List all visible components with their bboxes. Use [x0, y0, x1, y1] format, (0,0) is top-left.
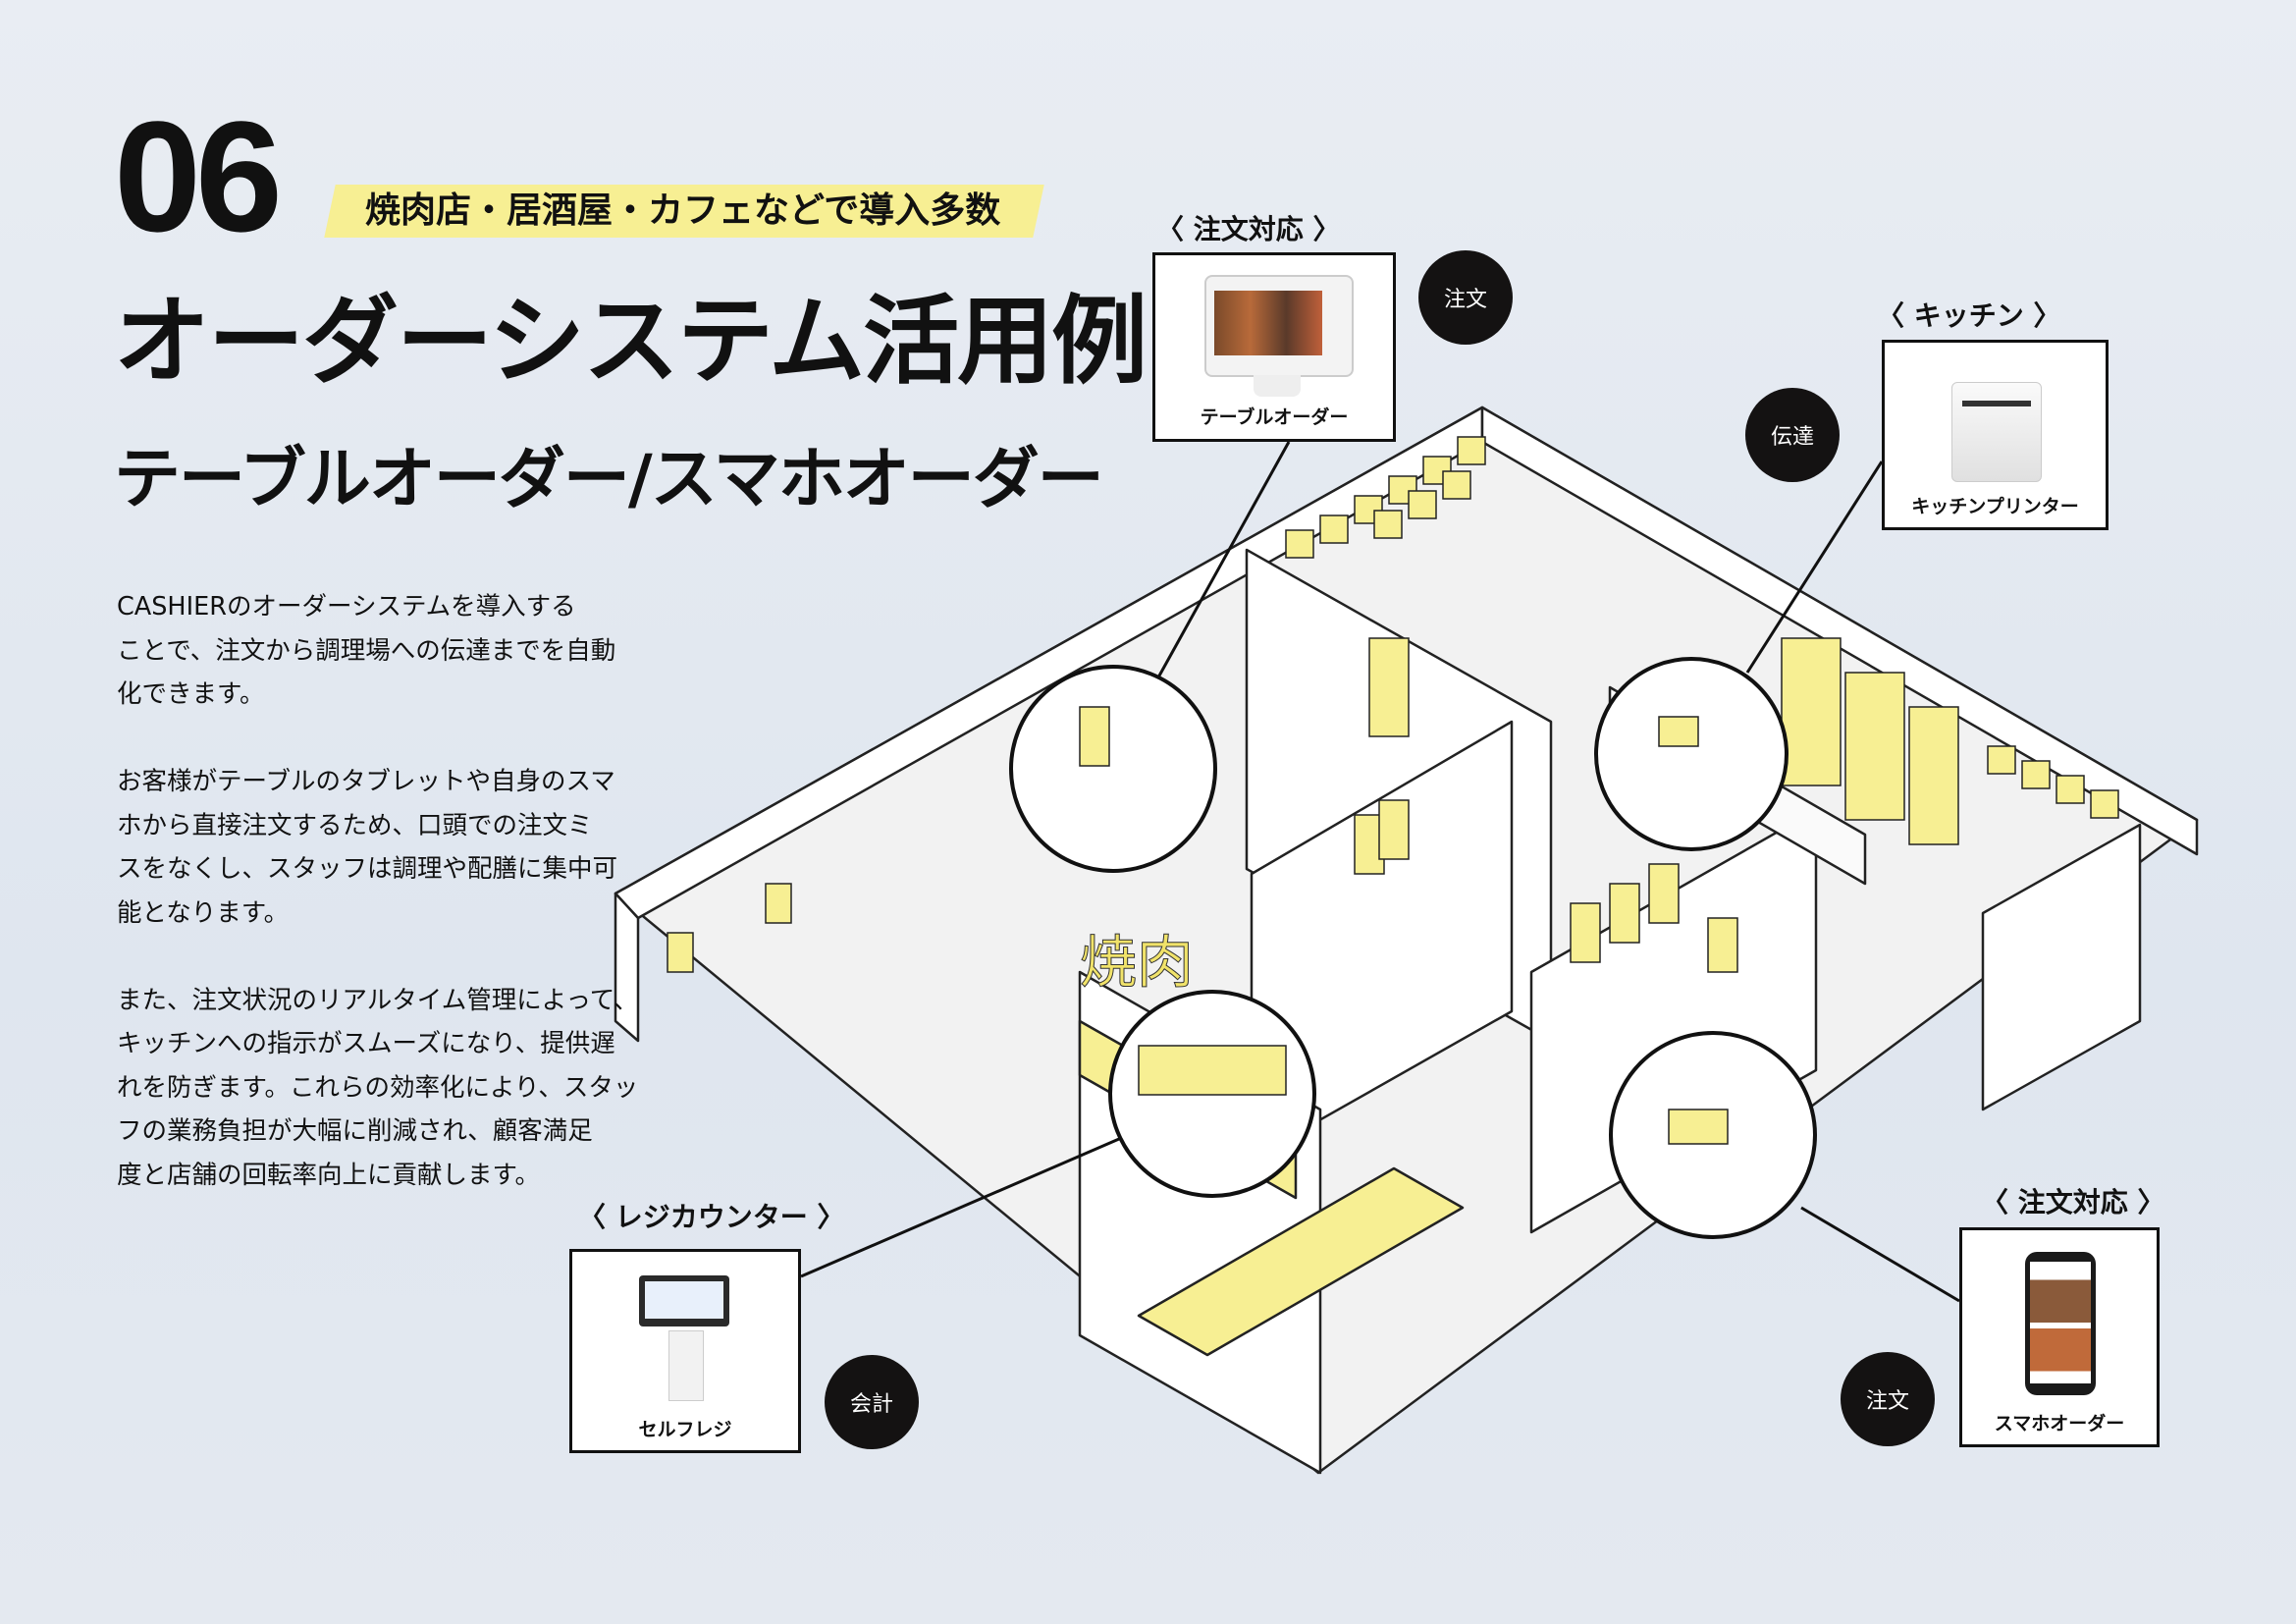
checkout-badge: 会計	[825, 1355, 919, 1449]
register-heading: 〈 レジカウンター 〉	[578, 1201, 845, 1233]
order-badge: 注文	[1418, 250, 1513, 345]
seating-bench	[1137, 1166, 1465, 1357]
yakiniku-sign: 焼肉	[1080, 929, 1194, 996]
text-line: 度と店舗の回転率向上に貢献します。	[117, 1160, 540, 1190]
wall-right-back	[1480, 406, 2199, 856]
zoom-circle-kitchen	[1594, 657, 1789, 851]
smartphone-heading: 〈 注文対応 〉	[1981, 1186, 2165, 1218]
text-line: れを防ぎます。これらの効率化により、スタッ	[117, 1072, 639, 1103]
smartphone-caption: スマホオーダー	[1994, 1413, 2125, 1435]
table-order-heading: 〈 注文対応 〉	[1156, 213, 1341, 245]
description: CASHIERのオーダーシステムを導入する ことで、注文から調理場への伝達までを…	[117, 585, 639, 1241]
order-badge-smartphone: 注文	[1841, 1352, 1935, 1446]
text-line: 化できます。	[117, 679, 265, 709]
storage-boxes	[667, 436, 2119, 973]
paragraph-3: また、注文状況のリアルタイム管理によって、 キッチンへの指示がスムーズになり、提…	[117, 979, 639, 1198]
table-order-caption: テーブルオーダー	[1200, 406, 1349, 428]
zoom-circle-table	[1009, 665, 1217, 873]
self-register-printer	[668, 1330, 704, 1401]
register-card: セルフレジ	[569, 1249, 801, 1453]
register-caption: セルフレジ	[638, 1419, 732, 1440]
kitchen-caption: キッチンプリンター	[1911, 496, 2079, 517]
text-line: また、注文状況のリアルタイム管理によって、	[117, 985, 639, 1015]
text-line: お客様がテーブルのタブレットや自身のスマ	[117, 767, 615, 796]
tablet-stand	[1254, 375, 1301, 397]
text-line: CASHIERのオーダーシステムを導入する	[117, 592, 576, 622]
kitchen-card: キッチンプリンター	[1882, 340, 2109, 530]
paragraph-2: お客様がテーブルのタブレットや自身のスマ ホから直接注文するため、口頭での注文ミ…	[117, 760, 627, 935]
text-line: 能となります。	[117, 897, 290, 928]
text-line: ことで、注文から調理場への伝達までを自動	[117, 635, 616, 666]
page-title: オーダーシステム活用例	[114, 286, 1148, 398]
kitchen-heading: 〈 キッチン 〉	[1877, 299, 2061, 332]
smartphone-card: スマホオーダー	[1959, 1227, 2160, 1447]
text-line: ホから直接注文するため、口頭での注文ミ	[117, 810, 593, 840]
smartphone-image	[2025, 1252, 2096, 1395]
text-line: フの業務負担が大幅に削減され、顧客満足	[117, 1116, 593, 1146]
tagline: 焼肉店・居酒屋・カフェなどで導入多数	[365, 190, 1001, 231]
tablet-image	[1204, 275, 1354, 377]
section-number: 06	[114, 88, 283, 264]
wall-outer-left	[614, 892, 640, 1043]
table-order-card: テーブルオーダー	[1152, 252, 1396, 442]
text-line: スをなくし、スタッフは調理や配膳に集中可	[117, 854, 618, 884]
printer-image	[1951, 382, 2042, 482]
self-register-screen	[639, 1275, 729, 1326]
text-line: キッチンへの指示がスムーズになり、提供遅	[117, 1029, 615, 1058]
kitchen-wall	[1981, 823, 2142, 1111]
transmit-badge: 伝達	[1745, 388, 1840, 482]
partition-booth	[1529, 808, 1818, 1234]
page-subtitle: テーブルオーダー/スマホオーダー	[114, 441, 1104, 518]
paragraph-1: CASHIERのオーダーシステムを導入する ことで、注文から調理場への伝達までを…	[117, 585, 627, 717]
